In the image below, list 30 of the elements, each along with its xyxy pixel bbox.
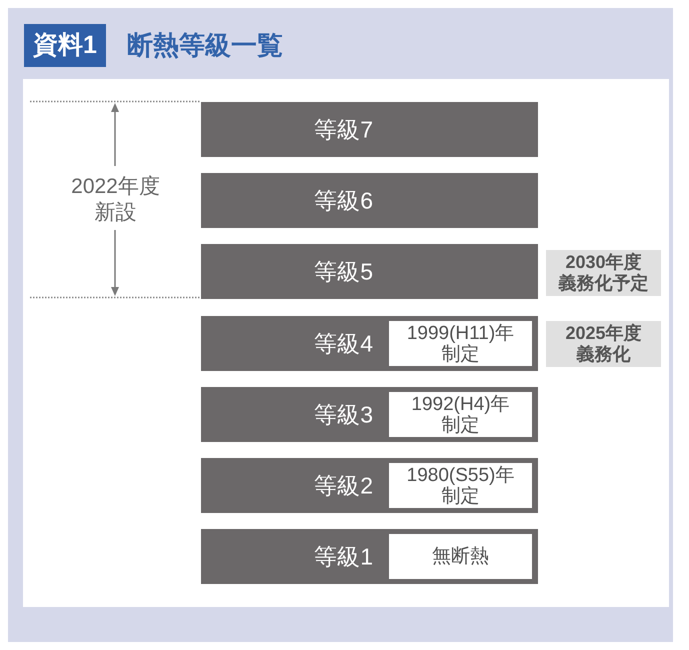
enactment-text: 無断熱	[432, 546, 489, 567]
grade-bar	[201, 244, 538, 299]
grade-label: 等級2	[314, 474, 373, 497]
mandate-note-text: 2025年度義務化	[564, 323, 643, 365]
mandate-note-text: 2030年度義務化予定	[558, 252, 650, 294]
figure-number: 資料1	[33, 33, 97, 58]
grade-bar	[201, 458, 538, 513]
enactment-box	[389, 392, 532, 437]
enactment-text: 1999(H11)年制定	[406, 322, 516, 364]
grade-label: 等級3	[314, 403, 373, 426]
enactment-box	[389, 534, 532, 579]
mandate-note-box	[546, 321, 661, 367]
title: 断熱等級一覧	[127, 30, 283, 60]
grade-bar	[201, 102, 538, 157]
enactment-text: 1992(H4)年制定	[410, 394, 511, 436]
enactment-text: 1980(S55)年制定	[406, 464, 516, 506]
figure-badge	[24, 24, 106, 67]
grade-label: 等級5	[314, 260, 373, 283]
grade-bar	[201, 387, 538, 442]
mandate-note-box	[546, 250, 661, 296]
enactment-box	[389, 321, 532, 366]
grade-label: 等級7	[314, 118, 373, 141]
grade-bar	[201, 316, 538, 371]
grade-label: 等級4	[314, 332, 373, 355]
grade-bar	[201, 529, 538, 584]
grade-label: 等級6	[314, 189, 373, 212]
grade-label: 等級1	[314, 545, 373, 568]
grade-bar	[201, 173, 538, 228]
dimension-label: 2022年度新設	[70, 174, 161, 226]
enactment-box	[389, 463, 532, 508]
